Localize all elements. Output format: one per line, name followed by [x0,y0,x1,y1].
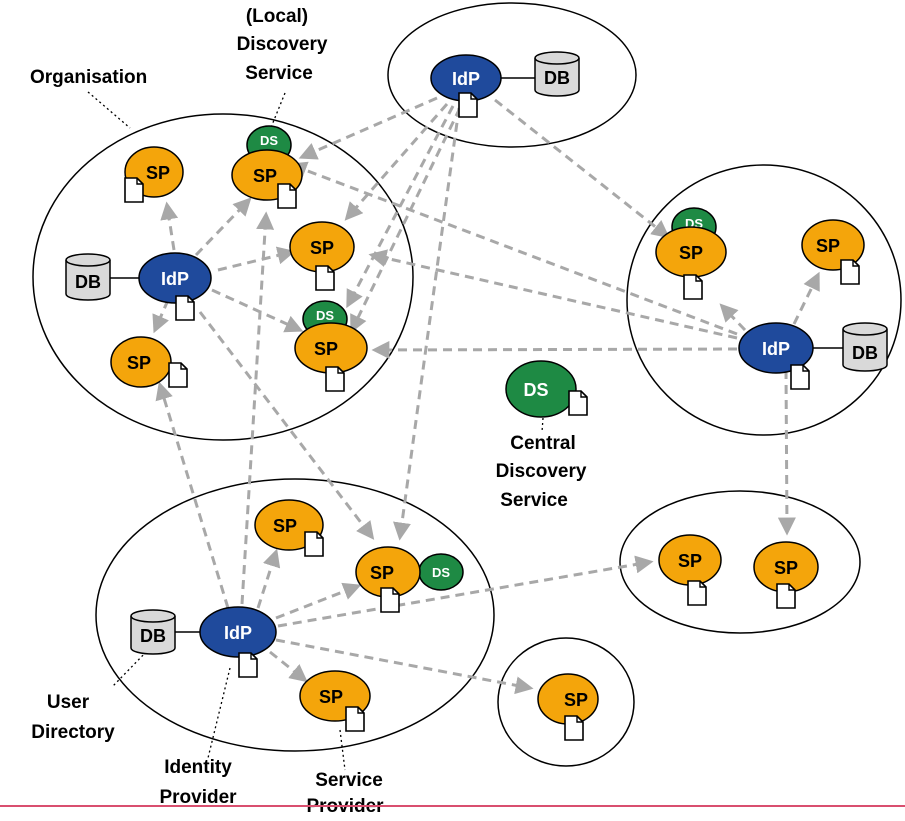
org-right-boundary [626,164,902,436]
central-ds-label-line1: Central [510,433,575,454]
arrow [277,555,654,628]
org-bottom-boundary [95,478,495,752]
sp-label: SP [146,163,170,183]
idp-node: IdP [430,54,502,118]
local-ds-label-line2: Discovery [237,34,328,55]
sp-label: SP [319,687,343,707]
identity-providers: IdP IdP IdP IdP [138,54,814,678]
arrow [194,197,252,257]
ds-label: DS [260,133,278,148]
central-ds-label-line3: Service [500,490,568,511]
arrow [344,103,449,221]
user-directory-label-line1: User [47,692,90,713]
sp-node: SP [294,322,368,392]
idp-label: IdP [161,269,189,289]
organisation-label: Organisation [30,67,147,88]
leader-lines [87,91,544,771]
arrow [198,311,375,540]
arrow [152,299,170,334]
idp-node: IdP [138,252,212,321]
sp-node: SP [124,146,184,203]
sp-label: SP [310,238,334,258]
ds-label: DS [432,565,450,580]
sp-node: SP [289,221,355,291]
sp-label: SP [774,558,798,578]
arrow [777,369,796,536]
sp-node: SP [655,226,727,300]
sp-label: SP [370,563,394,583]
sp-label: SP [678,551,702,571]
central-ds-node: DS [505,360,588,418]
db-icon: DB [65,253,111,301]
org-small-boundary [497,637,635,767]
sp-node: SP [254,499,324,557]
sp-node: SP [753,541,819,609]
central-ds-label: DS [523,380,548,400]
sp-label: SP [679,243,703,263]
arrow [217,246,296,272]
arrow [719,303,747,332]
sp-node: SP [355,546,421,613]
sp-node: SP [537,673,599,741]
db-icon: DB [842,322,888,372]
sp-node: SP [299,670,371,732]
org-left-boundary [32,113,414,441]
db-icon: DB [534,51,580,97]
idp-label: IdP [224,623,252,643]
arrow [256,548,281,609]
local-ds-label-line3: Service [245,63,313,84]
arrow [298,96,438,160]
sp-label: SP [314,339,338,359]
db-label: DB [75,272,101,292]
sp-label: SP [127,353,151,373]
arrow [350,107,462,334]
central-ds-label-line2: Discovery [496,461,587,482]
arrow [288,161,738,336]
sp-label: SP [564,690,588,710]
sp-label: SP [816,236,840,256]
arrow [371,340,738,359]
sp-node: SP [801,219,865,285]
db-label: DB [852,343,878,363]
sp-label: SP [273,516,297,536]
idp-node: IdP [738,322,814,390]
trust-arrows [152,96,820,695]
identity-provider-label-line2: Provider [159,787,237,808]
sp-node: SP [658,534,722,606]
idp-node: IdP [199,606,277,678]
org-top-boundary [387,2,637,148]
local-ds-label-line1: (Local) [246,6,308,27]
db-label: DB [140,626,166,646]
db-label: DB [544,68,570,88]
idp-label: IdP [452,69,480,89]
arrow [792,271,820,325]
sp-node: SP [231,149,303,209]
sp-node: SP [110,336,188,388]
arrow [494,98,670,239]
sp-label: SP [253,166,277,186]
arrow [368,249,738,340]
arrow [160,201,179,251]
databases: DB DB DB DB [65,51,888,655]
service-provider-label-line1: Service [315,770,383,791]
organisation-boundaries [32,2,902,767]
org-right-bottom-boundary [619,490,861,634]
arrow [393,107,461,541]
arrow [275,638,534,695]
arrow [155,381,230,609]
service-providers: SP SP SP SP SP SP SP [110,146,865,741]
arrow [211,288,304,333]
annotations: Organisation (Local) Discovery Service C… [30,6,587,817]
ds-label: DS [316,308,334,323]
identity-provider-label-line1: Identity [164,757,232,778]
user-directory-label-line2: Directory [31,722,115,743]
db-icon: DB [130,609,176,655]
idp-label: IdP [762,339,790,359]
arrow [269,650,308,683]
arrow [240,211,275,605]
